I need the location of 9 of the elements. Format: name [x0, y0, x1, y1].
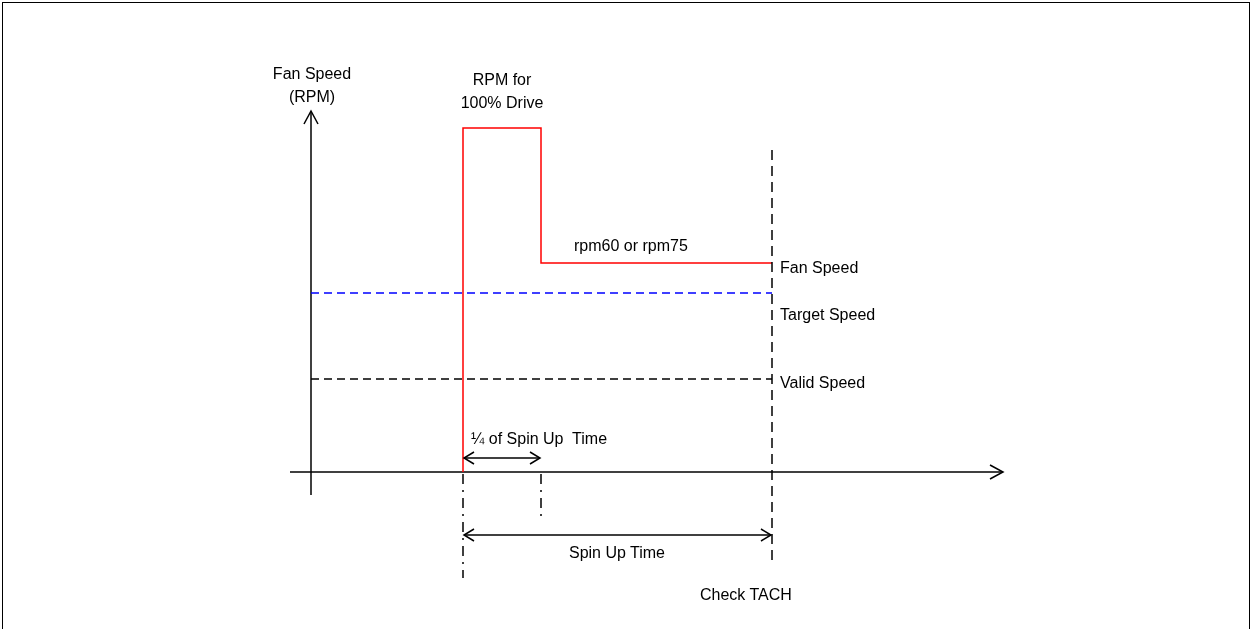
- curve-label: rpm60 or rpm75: [574, 236, 689, 256]
- line-label: Fan Speed: [780, 258, 860, 278]
- time-label: Check TACH: [700, 585, 793, 605]
- dimension-label: Spin Up Time: [567, 543, 666, 563]
- curve-label: RPM for 100% Drive: [459, 70, 545, 113]
- line-label: Target Speed: [780, 305, 877, 325]
- dimension-label: ¼ of Spin Up Time: [471, 429, 609, 449]
- line-label: Valid Speed: [780, 373, 867, 393]
- axis-label: Fan Speed (RPM): [271, 64, 353, 107]
